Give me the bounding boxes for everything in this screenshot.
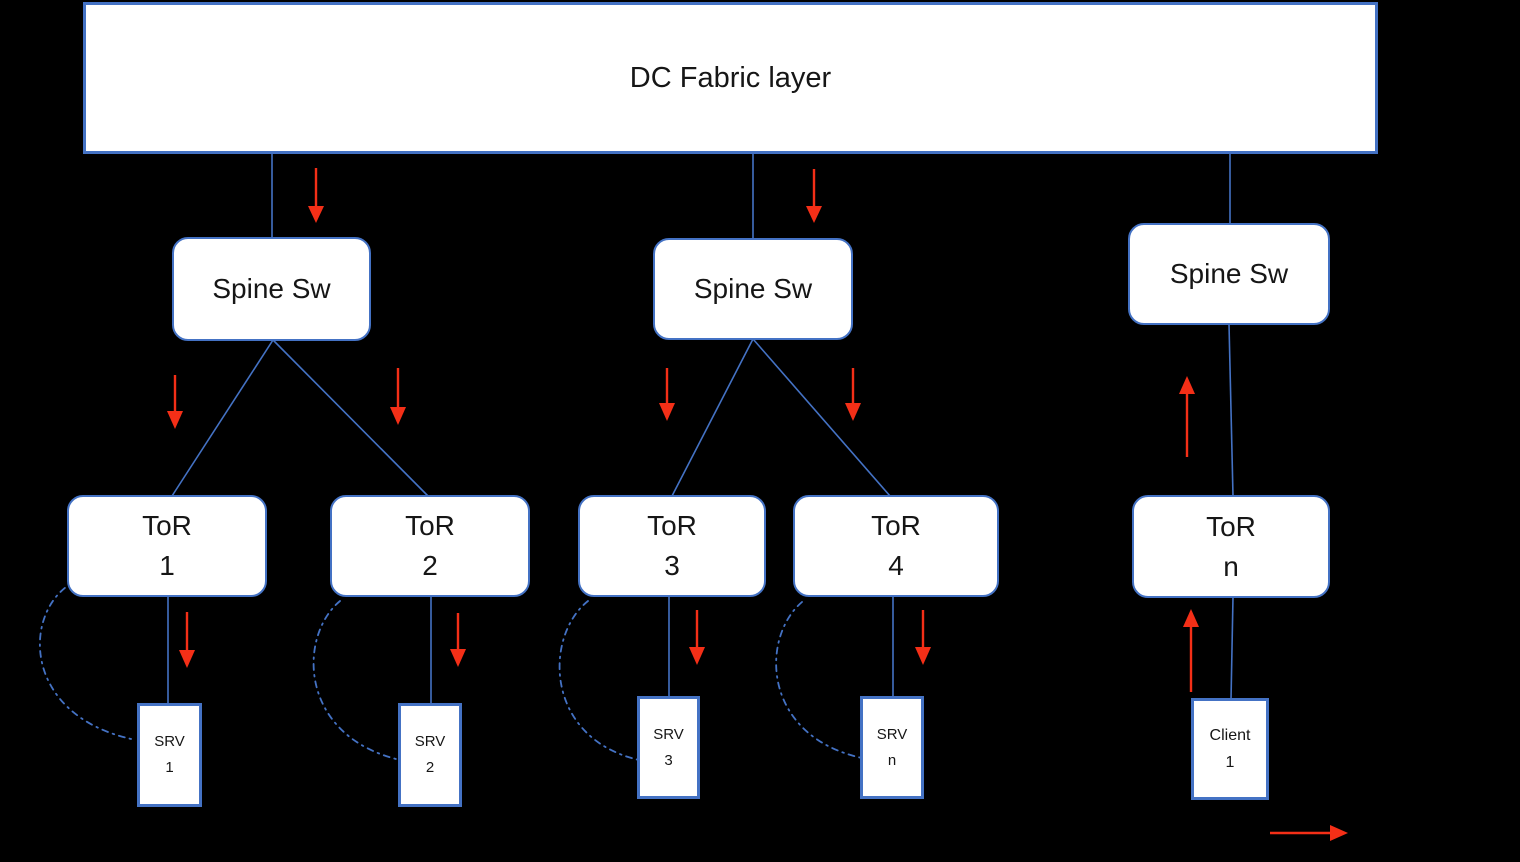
client-1: Client 1 xyxy=(1191,698,1269,800)
client-1-name: Client xyxy=(1209,727,1251,744)
tor-switch-4-id: 4 xyxy=(888,550,904,581)
right-arrow-head xyxy=(1330,825,1348,841)
down-arrow-spine2-tor4 xyxy=(845,368,861,421)
tor-switch-2-id: 2 xyxy=(422,550,438,581)
up-arrow-head xyxy=(1183,609,1199,627)
tor-switch-2-name: ToR xyxy=(405,510,455,541)
tor-switch-3-name: ToR xyxy=(647,510,697,541)
up-arrow-torn-spine3 xyxy=(1179,376,1195,457)
server-n-name: SRV xyxy=(876,725,908,743)
spine-switch-2-label: Spine Sw xyxy=(693,273,813,304)
tor-switch-1-id: 1 xyxy=(159,550,175,581)
server-3-name: SRV xyxy=(653,725,684,743)
down-arrow-head xyxy=(390,407,406,425)
server-1-name: SRV xyxy=(154,733,185,750)
spine-switch-2: Spine Sw xyxy=(653,238,853,340)
server-1: SRV 1 xyxy=(137,703,202,807)
down-arrow-spine2-tor3 xyxy=(659,368,675,421)
spine-switch-3-label: Spine Sw xyxy=(1169,258,1289,289)
down-arrow-head xyxy=(308,206,324,223)
connector-spine2-tor4 xyxy=(752,338,891,497)
tor-switch-n: ToR n xyxy=(1132,495,1330,598)
server-3: SRV 3 xyxy=(637,696,700,799)
dc-fabric-layer-box: DC Fabric layer xyxy=(83,2,1378,154)
tor-switch-4-name: ToR xyxy=(871,510,921,541)
down-arrow-head xyxy=(806,206,822,223)
tor-switch-2: ToR 2 xyxy=(330,495,530,597)
connectors xyxy=(167,154,1234,705)
tor-switch-1: ToR 1 xyxy=(67,495,267,597)
tor-switch-1-name: ToR xyxy=(142,510,192,541)
tor-switch-4: ToR 4 xyxy=(793,495,999,597)
down-arrow-fabric-spine2 xyxy=(806,169,822,223)
down-arrow-head xyxy=(450,649,466,667)
server-1-id: 1 xyxy=(165,759,174,776)
down-arrow-tor3-srv3 xyxy=(689,610,705,665)
tor-switch-n-name: ToR xyxy=(1206,510,1256,542)
loopback-arc-tor4-srvn xyxy=(775,601,863,759)
server-2-id: 2 xyxy=(425,759,435,776)
spine-switch-1: Spine Sw xyxy=(172,237,371,341)
server-2-name: SRV xyxy=(414,733,446,750)
loopback-arc-tor2-srv2 xyxy=(312,600,401,761)
down-arrow-tor1-srv1 xyxy=(179,612,195,668)
down-arrow-head xyxy=(179,650,195,668)
server-2: SRV 2 xyxy=(398,703,462,807)
down-arrow-head xyxy=(915,647,931,665)
up-arrow-head xyxy=(1179,376,1195,394)
server-n: SRV n xyxy=(860,696,924,799)
down-arrow-head xyxy=(659,403,675,421)
down-arrow-spine1-tor2 xyxy=(390,368,406,425)
tor-switch-n-id: n xyxy=(1223,550,1239,582)
down-arrow-head xyxy=(845,403,861,421)
loopback-arcs xyxy=(39,578,863,761)
connector-spine3-torn xyxy=(1228,323,1234,497)
tor-switch-3: ToR 3 xyxy=(578,495,766,597)
connector-spine2-tor3 xyxy=(671,338,754,497)
up-arrow-client-torn xyxy=(1183,609,1199,692)
down-arrow-fabric-spine1 xyxy=(308,168,324,223)
down-arrow-head xyxy=(167,411,183,429)
client-1-id: 1 xyxy=(1225,754,1235,771)
traffic-arrows xyxy=(167,168,1348,841)
right-arrow-bottom xyxy=(1270,825,1348,841)
tor-switch-3-id: 3 xyxy=(664,550,680,581)
connector-spine1-tor2 xyxy=(272,339,429,497)
connector-torn-client1 xyxy=(1230,596,1234,701)
connector-spine1-tor1 xyxy=(171,339,274,497)
loopback-arc-tor3-srv3 xyxy=(558,600,640,761)
down-arrow-tor4-srvn xyxy=(915,610,931,665)
down-arrow-head xyxy=(689,647,705,665)
spine-switch-1-label: Spine Sw xyxy=(212,273,331,304)
spine-switch-3: Spine Sw xyxy=(1128,223,1330,325)
loopback-arc-tor1-srv1 xyxy=(39,578,137,741)
down-arrow-spine1-tor1 xyxy=(167,375,183,429)
server-3-id: 3 xyxy=(664,751,673,769)
dc-fabric-layer-label: DC Fabric layer xyxy=(629,61,832,94)
down-arrow-tor2-srv2 xyxy=(450,613,466,667)
server-n-id: n xyxy=(887,751,897,769)
